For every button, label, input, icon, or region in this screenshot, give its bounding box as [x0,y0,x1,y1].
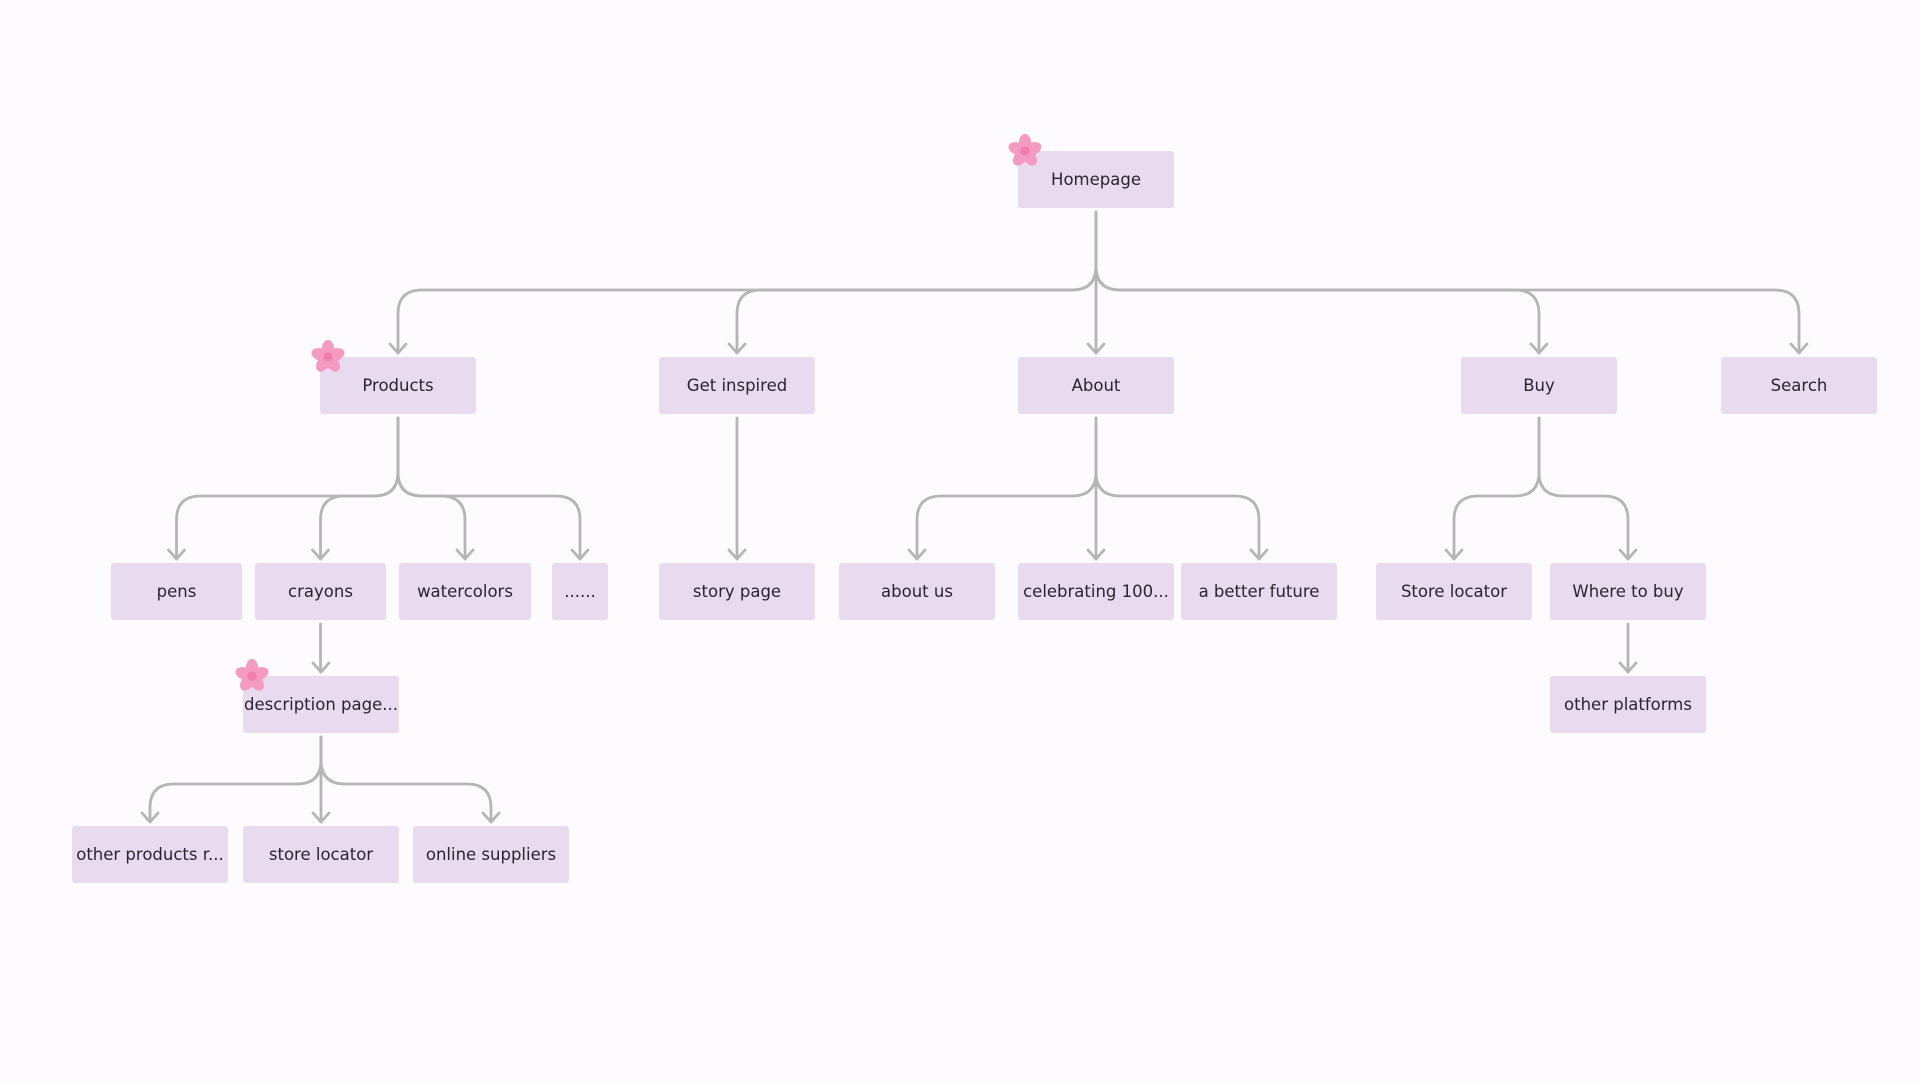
connector-homepage-to-search [1094,210,1801,355]
node-watercolors[interactable]: watercolors [399,563,531,620]
node-label: other platforms [1564,695,1692,714]
arrowhead-crayons [311,548,330,561]
flower-center [1020,146,1030,156]
arrowhead-description-page [311,661,331,674]
node-label: about us [881,582,953,601]
node-ellipsis[interactable]: ...... [552,563,608,620]
flower-icon [1008,133,1042,166]
node-crayons[interactable]: crayons [255,563,386,620]
node-other-products[interactable]: other products r... [72,826,228,883]
node-about-us[interactable]: about us [839,563,995,620]
connector-buy-to-store-locator-buy [1452,416,1541,561]
connector-description-page-to-online-suppliers [319,735,493,824]
arrowhead-store-locator-buy [1444,548,1464,561]
node-label: pens [156,582,197,601]
arrowhead-celebrating [1086,548,1106,561]
node-better-future[interactable]: a better future [1181,563,1337,620]
node-label: ...... [564,582,596,601]
arrowhead-products [388,342,408,355]
arrowhead-other-platforms [1618,661,1638,674]
arrowhead-about-us [907,548,927,561]
node-label: celebrating 100... [1023,582,1169,601]
arrowhead-story-page [727,548,747,561]
node-label: a better future [1198,582,1320,601]
node-celebrating[interactable]: celebrating 100... [1018,563,1174,620]
flower-center [247,671,257,681]
node-story-page[interactable]: story page [659,563,815,620]
node-products[interactable]: Products [320,357,476,414]
node-other-platforms[interactable]: other platforms [1550,676,1706,733]
node-label: watercolors [417,582,513,601]
arrowhead-search [1789,342,1809,355]
arrowhead-buy [1529,342,1549,355]
node-label: Get inspired [686,376,788,395]
connector-products-to-ellipsis [396,416,582,561]
node-label: Search [1770,376,1828,395]
node-search[interactable]: Search [1721,357,1877,414]
arrowhead-pens [167,548,186,561]
node-label: description page... [244,695,398,714]
node-pens[interactable]: pens [111,563,242,620]
arrowhead-other-products [140,811,160,824]
node-label: other products r... [76,845,224,864]
node-label: Products [362,376,434,395]
node-label: About [1071,376,1121,395]
arrowhead-better-future [1249,548,1269,561]
connector-about-to-better-future [1094,416,1261,561]
arrowhead-store-locator [311,811,331,824]
arrowhead-online-suppliers [481,811,501,824]
node-label: Buy [1523,376,1555,395]
node-label: store locator [268,845,374,864]
node-online-suppliers[interactable]: online suppliers [413,826,569,883]
node-about[interactable]: About [1018,357,1174,414]
node-label: Homepage [1051,170,1141,189]
connector-products-to-pens [175,416,400,561]
node-get-inspired[interactable]: Get inspired [659,357,815,414]
node-store-locator[interactable]: store locator [243,826,399,883]
connector-homepage-to-get-inspired [735,210,1098,355]
node-store-locator-buy[interactable]: Store locator [1376,563,1532,620]
connector-products-to-watercolors [396,416,467,561]
connector-homepage-to-buy [1094,210,1541,355]
node-description-page[interactable]: description page... [243,676,399,733]
flower-icon [235,658,269,691]
arrowhead-where-to-buy [1618,548,1638,561]
flower-icon [311,339,345,372]
arrowhead-get-inspired [727,342,747,355]
node-label: story page [692,582,782,601]
node-where-to-buy[interactable]: Where to buy [1550,563,1706,620]
connector-homepage-to-products [396,210,1098,355]
node-buy[interactable]: Buy [1461,357,1617,414]
flower-center [323,352,333,362]
connector-products-to-crayons [319,416,400,561]
arrowhead-about [1086,342,1106,355]
arrowhead-watercolors [455,548,475,561]
node-label: crayons [288,582,353,601]
arrowhead-ellipsis [570,548,590,561]
connector-description-page-to-other-products [148,735,323,824]
connector-about-to-about-us [915,416,1098,561]
node-homepage[interactable]: Homepage [1018,151,1174,208]
node-label: Store locator [1400,582,1508,601]
node-label: online suppliers [425,845,557,864]
node-label: Where to buy [1572,582,1684,601]
connector-buy-to-where-to-buy [1537,416,1630,561]
